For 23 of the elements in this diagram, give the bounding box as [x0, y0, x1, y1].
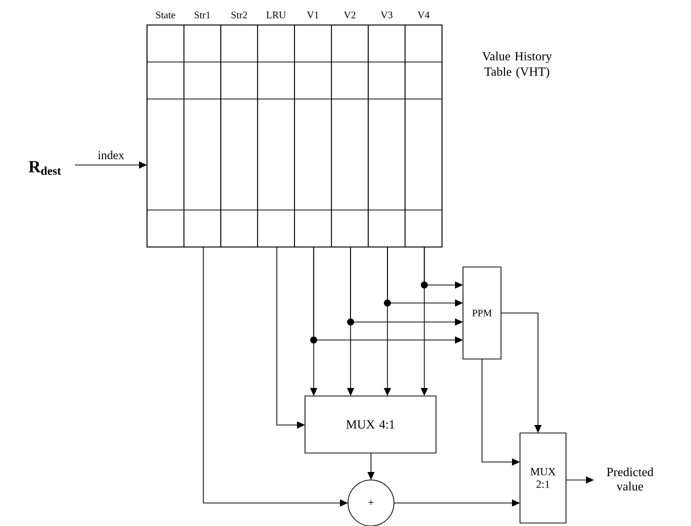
block-box: MUX 4:1: [304, 396, 436, 454]
column-header: V4: [404, 12, 442, 248]
block-box: MUX 2:1: [520, 432, 566, 524]
column-header: LRU: [257, 12, 295, 248]
column-header: Str2: [220, 12, 258, 248]
node-label: V3: [380, 12, 392, 18]
column-header: V2: [330, 12, 369, 248]
block-box: PPM: [462, 266, 502, 360]
edge-label: index: [96, 150, 126, 160]
column-header: V1: [294, 12, 332, 248]
column-header: State: [146, 12, 184, 248]
node-label: Str2: [232, 12, 247, 18]
node-label: LRU: [266, 12, 286, 18]
node-label: State: [156, 12, 176, 18]
output-label: Predicted value: [606, 467, 654, 491]
input-label: R$_{dest}$: [28, 161, 62, 175]
node-label: V4: [418, 12, 430, 18]
column-header: Str1: [183, 12, 222, 248]
column-header: V3: [368, 12, 406, 248]
node-label: V2: [344, 12, 356, 18]
node-label: V1: [306, 12, 318, 18]
table-title: Value History Table (VHT): [482, 52, 552, 78]
node-label: Str1: [194, 12, 210, 18]
